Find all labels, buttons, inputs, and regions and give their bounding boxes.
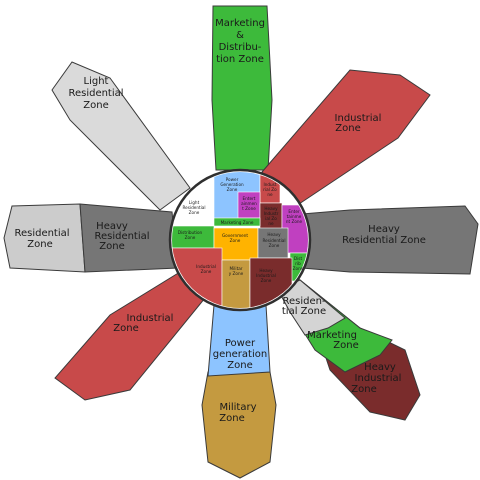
arm-bottom-left: Industrial Zone [54, 271, 206, 401]
arm-left: Residential Zone Heavy Residential Zone [3, 203, 179, 273]
label-br-dark-2: Industrial [355, 373, 402, 384]
light-residential-zone-top-left [51, 61, 191, 211]
industrial-zone-bottom-left [54, 271, 206, 401]
label-br-green-2: Zone [333, 340, 358, 351]
label-br-dark-1: Heavy [364, 362, 396, 373]
label-right-2: Residential Zone [342, 235, 426, 246]
label-top-2: & [236, 30, 244, 41]
heavy-residential-zone-right [301, 205, 479, 275]
center-label-heavy-ind-top-1: Heavy [264, 206, 278, 211]
center-label-heavy-ind-top-3: ial Zo [265, 216, 277, 221]
center-label-power-1: Power [226, 177, 239, 182]
label-br-dark-3: Zone [351, 384, 376, 395]
center-label-heavy-ind-bottom-3: Zone [261, 278, 272, 283]
military-zone-bottom [201, 371, 277, 479]
center-marketing-zone [213, 217, 261, 227]
label-right-1: Heavy [368, 224, 400, 235]
label-bottom-blue-3: Zone [227, 360, 252, 371]
label-top-3: Distribu- [219, 42, 262, 53]
arm-bottom-right: Residen- tial Zone Marketing Zone Heavy … [277, 278, 421, 421]
residential-zone-bottom-right [277, 279, 346, 336]
center-label-light-res-1: Light [189, 200, 200, 205]
label-top-left-1: Light [84, 76, 109, 87]
center-label-power-2: Generation [220, 182, 244, 187]
label-bottom-blue-2: generation [213, 349, 267, 360]
label-bottom-tan-1: Military [219, 402, 256, 413]
center-label-industrial-top-3: ne [267, 192, 273, 197]
center-label-government-2: Zone [230, 238, 241, 243]
center-label-distribution-2: Zone [185, 235, 196, 240]
label-left-light-2: Zone [27, 239, 52, 250]
label-top-left-2: Residential [68, 88, 123, 99]
center-label-heavy-ind-bottom-2: Industrial [256, 273, 276, 278]
center-label-entertainment1-3: t Zone [242, 206, 256, 211]
center-label-government-1: Government [222, 233, 248, 238]
label-br-green-1: Marketing [307, 330, 357, 341]
label-bottom-left-2: Zone [113, 323, 138, 334]
label-top-1: Marketing [215, 18, 265, 29]
label-top-right-1: Industrial [335, 113, 382, 124]
center-military-zone [221, 259, 251, 308]
center-label-dist-small-1: Dist [294, 256, 303, 261]
label-top-left-3: Zone [83, 100, 108, 111]
center-label-power-3: Zone [227, 187, 238, 192]
label-left-dark-3: Zone [99, 241, 124, 252]
center-label-heavy-ind-top-4: ne [268, 221, 274, 226]
label-bottom-left-1: Industrial [127, 313, 174, 324]
center-label-heavy-res-3: Zone [269, 243, 280, 248]
label-br-light-2: tial Zone [282, 306, 326, 317]
label-br-light-1: Residen- [282, 296, 325, 307]
center-label-heavy-res-2: Residential [262, 238, 285, 243]
center-label-industrial-mid-1: Industrial [196, 264, 216, 269]
label-bottom-tan-2: Zone [219, 413, 244, 424]
center-label-entertainment2-2: tainme [287, 214, 302, 219]
center-label-heavy-res-1: Heavy [267, 232, 281, 237]
arm-right: Heavy Residential Zone [301, 205, 479, 275]
label-left-dark-2: Residential [94, 231, 149, 242]
label-top-right-2: Zone [335, 123, 360, 134]
center-label-heavy-ind-top-2: Industr [264, 211, 279, 216]
center-label-military-1: Militar [229, 266, 242, 271]
center-label-dist-small-3: Zone [293, 266, 304, 271]
center-label-military-2: y Zone [229, 271, 244, 276]
center-label-industrial-mid-2: Zone [201, 269, 212, 274]
center-label-entertainment2-3: nt Zone [286, 219, 303, 224]
center-label-entertainment1-2: ainmen [241, 201, 257, 206]
center-label-dist-small-2: rib [295, 261, 301, 266]
center-label-heavy-ind-bottom-1: Heavy [259, 268, 273, 273]
center-label-light-res-3: Zone [189, 210, 200, 215]
arm-bottom: Power generation Zone Military Zone [201, 304, 277, 479]
label-bottom-blue-1: Power [225, 338, 256, 349]
label-top-4: tion Zone [216, 54, 264, 65]
arm-top-left: Light Residential Zone [51, 61, 191, 211]
center-label-entertainment1-1: Entert [243, 196, 256, 201]
central-hub-labels: Light Residential Zone Power Generation … [178, 177, 304, 283]
center-label-entertainment2-1: Enter [288, 209, 300, 214]
center-label-marketing: Marketing Zone [221, 220, 254, 225]
arm-top: Marketing & Distribu- tion Zone [211, 5, 273, 171]
center-label-industrial-top-1: Indust [263, 182, 276, 187]
center-label-distribution-1: Distribution [178, 230, 203, 235]
center-label-light-res-2: Residential [182, 205, 205, 210]
center-label-industrial-top-2: rial Zo [263, 187, 277, 192]
label-left-light-1: Residential [14, 228, 69, 239]
label-left-dark-1: Heavy [96, 221, 128, 232]
center-heavy-residential-zone [257, 227, 289, 259]
